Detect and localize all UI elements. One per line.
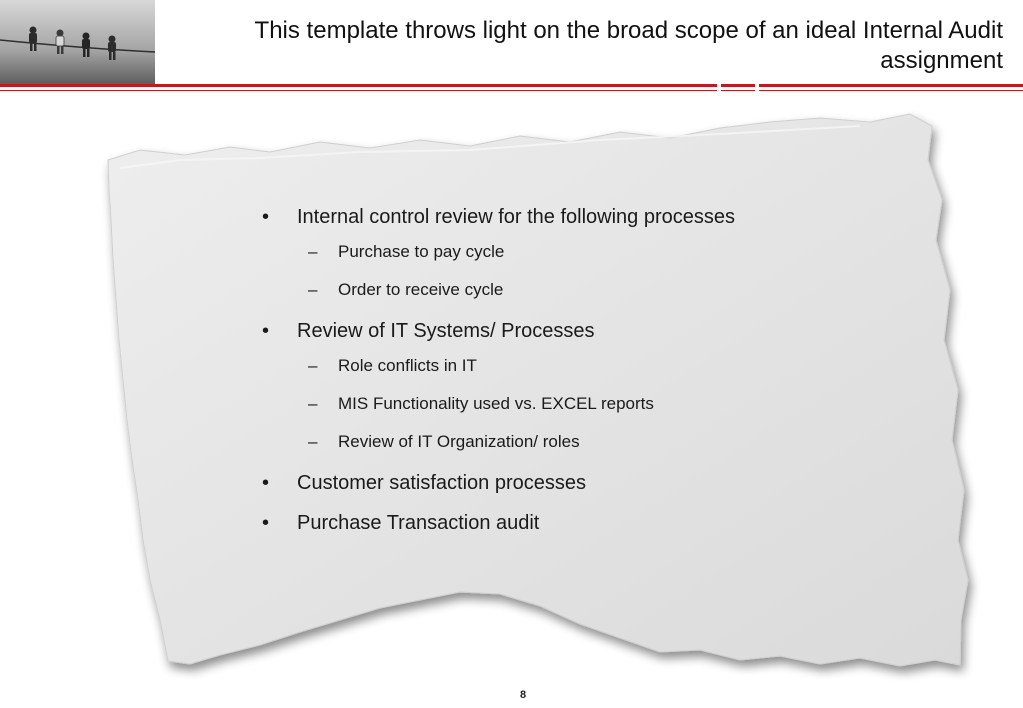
bullet-text: Review of IT Systems/ Processes	[297, 320, 595, 342]
dash-marker: –	[308, 280, 318, 299]
header-photo	[0, 0, 155, 84]
sub-bullet-text: Order to receive cycle	[338, 280, 504, 299]
page-number: 8	[520, 689, 527, 701]
dash-marker: –	[308, 432, 318, 451]
bullet-text: Purchase Transaction audit	[297, 512, 540, 534]
bullet-marker: •	[262, 206, 270, 228]
bullet-marker: •	[262, 472, 270, 494]
rule-notch	[717, 84, 721, 92]
bullet-list: • Internal control review for the follow…	[258, 203, 738, 549]
sub-bullet-text: Role conflicts in IT	[338, 356, 477, 375]
bullet-item: • Review of IT Systems/ Processes – Role…	[258, 317, 738, 453]
sub-bullet-item: – Order to receive cycle	[258, 279, 738, 301]
header-rule-thin	[0, 90, 1023, 91]
sub-bullet-item: – Review of IT Organization/ roles	[258, 431, 738, 453]
bullet-text: Customer satisfaction processes	[297, 472, 587, 494]
slide-title: This template throws light on the broad …	[254, 17, 1003, 74]
sub-bullet-text: Purchase to pay cycle	[338, 242, 505, 261]
bullet-marker: •	[262, 320, 270, 342]
dash-marker: –	[308, 242, 318, 261]
header-rule	[0, 84, 1023, 87]
sub-bullet-text: MIS Functionality used vs. EXCEL reports	[338, 394, 654, 413]
people-on-wire-image	[0, 0, 155, 84]
sub-bullet-item: – Purchase to pay cycle	[258, 241, 738, 263]
dash-marker: –	[308, 394, 318, 413]
rule-notch	[755, 84, 759, 92]
sub-bullet-list: – Role conflicts in IT – MIS Functionali…	[297, 355, 738, 453]
bullet-item: • Customer satisfaction processes	[258, 469, 738, 497]
sub-bullet-item: – MIS Functionality used vs. EXCEL repor…	[258, 393, 738, 415]
sub-bullet-text: Review of IT Organization/ roles	[338, 432, 580, 451]
sub-bullet-item: – Role conflicts in IT	[258, 355, 738, 377]
bullet-text: Internal control review for the followin…	[297, 206, 735, 228]
sub-bullet-list: – Purchase to pay cycle – Order to recei…	[297, 241, 738, 301]
bullet-marker: •	[262, 512, 270, 534]
bullet-item: • Internal control review for the follow…	[258, 203, 738, 301]
dash-marker: –	[308, 356, 318, 375]
bullet-item: • Purchase Transaction audit	[258, 509, 738, 537]
